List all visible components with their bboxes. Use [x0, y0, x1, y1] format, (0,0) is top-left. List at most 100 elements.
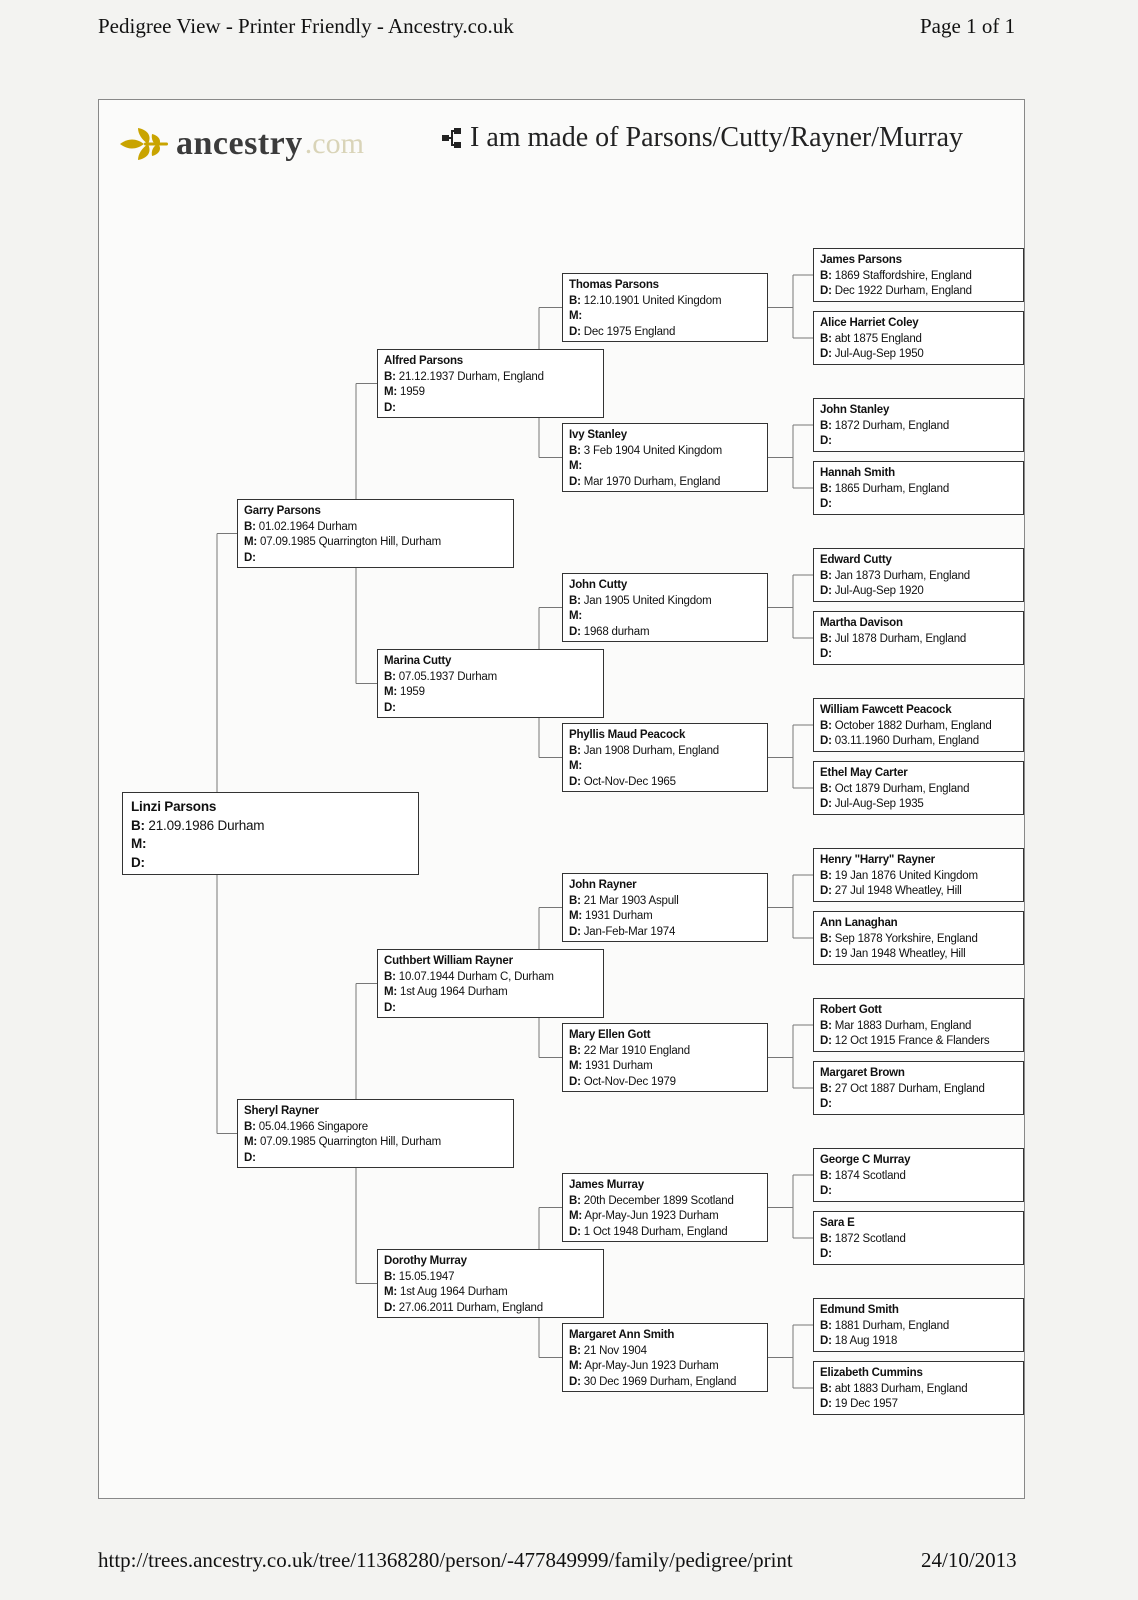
label-b: B:	[820, 569, 832, 582]
person-d-line: D:	[244, 1151, 507, 1167]
person-b-line: B: 21.12.1937 Durham, England	[384, 370, 597, 386]
person-m-line: M: 1st Aug 1964 Durham	[384, 985, 597, 1001]
label-b: B:	[820, 1019, 832, 1032]
person-card-g3-3[interactable]: Phyllis Maud Peacock B: Jan 1908 Durham, …	[562, 723, 768, 792]
person-m-line: M: Apr-May-Jun 1923 Durham	[569, 1359, 761, 1375]
person-d-line: D:	[244, 551, 507, 567]
person-b-line: B: 21 Mar 1903 Aspull	[569, 894, 761, 910]
person-d-line: D: 18 Aug 1918	[820, 1334, 1017, 1350]
person-b-value: 10.07.1944 Durham C, Durham	[398, 970, 554, 983]
person-d-line: D:	[820, 1184, 1017, 1200]
person-b-line: B: 07.05.1937 Durham	[384, 670, 597, 686]
ancestry-logo[interactable]: ancestry.com	[118, 120, 364, 168]
label-b: B:	[384, 970, 396, 983]
label-b: B:	[384, 670, 396, 683]
label-m: M:	[569, 460, 583, 472]
tree-title-text: I am made of Parsons/Cutty/Rayner/Murray	[470, 122, 964, 153]
person-b-value: 19 Jan 1876 United Kingdom	[834, 869, 978, 882]
person-b-value: 1881 Durham, England	[834, 1319, 950, 1332]
label-m: M:	[244, 1136, 258, 1148]
person-name: Thomas Parsons	[569, 279, 659, 291]
label-m: M:	[569, 1360, 583, 1372]
label-m: M:	[244, 536, 258, 548]
label-b: B:	[820, 482, 832, 495]
label-m: M:	[384, 386, 398, 398]
print-date: 24/10/2013	[921, 1548, 1017, 1572]
person-b-value: 1869 Staffordshire, England	[834, 269, 972, 282]
person-b-line: B: 1872 Scotland	[820, 1232, 1017, 1248]
person-b-value: 12.10.1901 United Kingdom	[583, 294, 722, 307]
person-d-value: 30 Dec 1969 Durham, England	[583, 1375, 737, 1388]
person-m-line: M: Apr-May-Jun 1923 Durham	[569, 1209, 761, 1225]
person-b-value: Sep 1878 Yorkshire, England	[834, 932, 978, 945]
person-d-value: 03.11.1960 Durham, England	[834, 735, 979, 747]
brand-suffix: .com	[304, 127, 364, 160]
person-name: Dorothy Murray	[384, 1255, 467, 1267]
person-b-value: 1865 Durham, England	[834, 482, 950, 495]
label-d: D:	[131, 854, 145, 870]
label-m: M:	[569, 1060, 583, 1072]
person-d-value: Mar 1970 Durham, England	[583, 475, 721, 488]
label-b: B:	[569, 594, 581, 607]
person-name: Garry Parsons	[244, 505, 321, 517]
person-b-line: B: 21.09.1986 Durham	[131, 817, 410, 836]
label-d: D:	[820, 1398, 832, 1410]
person-b-line: B: Jan 1908 Durham, England	[569, 744, 761, 760]
person-d-line: D: Jul-Aug-Sep 1920	[820, 584, 1017, 600]
person-name: Linzi Parsons	[131, 799, 217, 814]
page-header-title: Pedigree View - Printer Friendly - Ances…	[98, 14, 514, 38]
page-number: Page 1 of 1	[920, 14, 1016, 38]
person-name: Martha Davison	[820, 617, 903, 629]
person-m-line: M: 1931 Durham	[569, 909, 761, 925]
person-b-line: B: 1872 Durham, England	[820, 419, 1017, 435]
person-d-value: 19 Jan 1948 Wheatley, Hill	[834, 948, 966, 960]
person-m-value: 1st Aug 1964 Durham	[400, 1286, 508, 1298]
person-m-line: M: 1959	[384, 385, 597, 401]
label-d: D:	[569, 1075, 581, 1088]
person-name: Phyllis Maud Peacock	[569, 729, 686, 741]
person-name: Hannah Smith	[820, 467, 895, 479]
person-d-value: Jul-Aug-Sep 1935	[834, 798, 924, 810]
person-d-value: 19 Dec 1957	[834, 1398, 898, 1410]
person-m-line: M:	[569, 459, 761, 475]
person-name: George C Murray	[820, 1154, 911, 1166]
person-name: Henry "Harry" Rayner	[820, 854, 935, 866]
person-b-value: 1872 Scotland	[834, 1232, 906, 1245]
person-name: Edward Cutty	[820, 554, 892, 566]
person-d-value: 18 Aug 1918	[834, 1335, 898, 1347]
label-b: B:	[569, 444, 581, 457]
person-d-value: Oct-Nov-Dec 1979	[583, 1075, 676, 1088]
person-b-value: 1872 Durham, England	[834, 419, 950, 432]
person-b-value: 21.09.1986 Durham	[148, 817, 265, 833]
